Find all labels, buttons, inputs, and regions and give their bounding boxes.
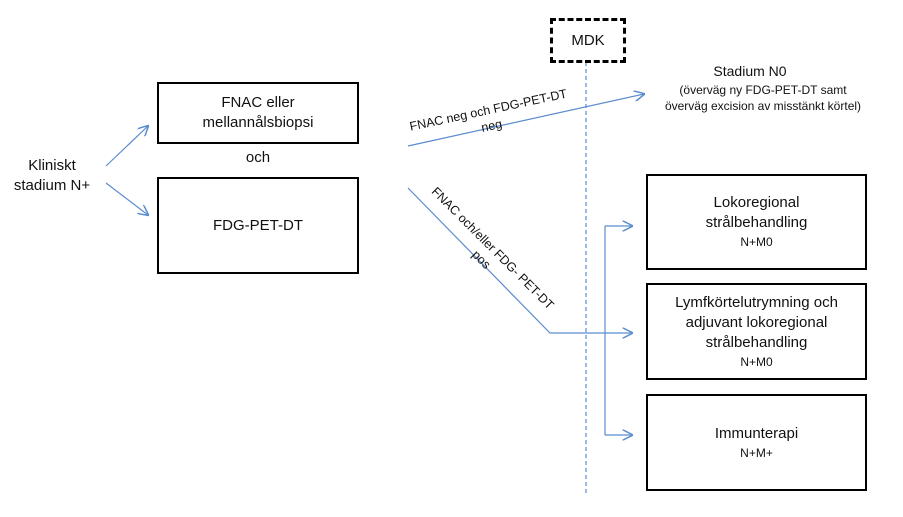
och-label: och <box>245 149 271 166</box>
box-pet: FDG-PET-DT <box>157 177 359 274</box>
stadium-note: (överväg ny FDG-PET-DT samt överväg exci… <box>664 83 862 113</box>
outcome-immunterapi: Immunterapi N+M+ <box>646 394 867 491</box>
mdk-label: MDK <box>571 32 605 49</box>
outcome-lymfkortel-sub: N+M0 <box>740 354 773 369</box>
arrow-to-fnac <box>105 126 148 167</box>
outcome-immunterapi-title: Immunterapi <box>714 424 799 442</box>
stadium-title: Stadium N0 <box>713 63 787 79</box>
arrow-neg-branch <box>407 94 644 147</box>
box-pet-text: FDG-PET-DT <box>213 216 303 234</box>
outcome-immunterapi-sub: N+M+ <box>740 445 773 460</box>
arrow-to-pet <box>105 182 148 215</box>
outcome-lokoregional-title: Lokoregional strålbehandling <box>705 194 808 231</box>
start-label: Kliniskt stadium N+ <box>13 157 91 194</box>
outcome-lymfkortel-title: Lymfkörtelutrymning och adjuvant lokoreg… <box>675 293 838 351</box>
box-fnac-text: FNAC eller mellannålsbiopsi <box>202 94 314 131</box>
outcome-lymfkortel: Lymfkörtelutrymning och adjuvant lokoreg… <box>646 283 867 380</box>
box-fnac: FNAC eller mellannålsbiopsi <box>157 82 359 144</box>
mdk-box: MDK <box>550 18 626 63</box>
outcome-lokoregional: Lokoregional strålbehandling N+M0 <box>646 174 867 270</box>
outcome-lokoregional-sub: N+M0 <box>740 235 773 249</box>
